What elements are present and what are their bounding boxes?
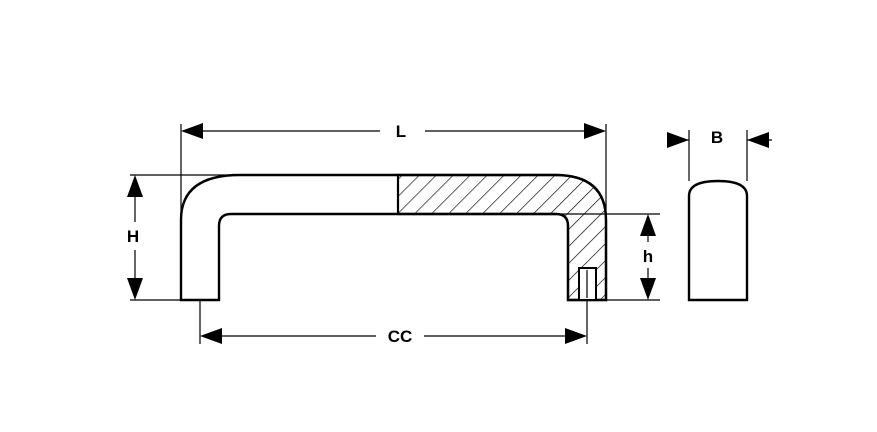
label-h: h	[643, 247, 653, 266]
side-view-outline	[687, 179, 749, 302]
extension-lines	[130, 124, 748, 344]
label-CC: CC	[388, 327, 413, 346]
dimension-h: h	[640, 214, 656, 300]
dimension-B: B	[667, 128, 772, 148]
label-L: L	[396, 122, 406, 141]
label-H: H	[127, 227, 139, 246]
dimension-L: L	[181, 122, 606, 141]
dimension-H: H	[127, 175, 143, 300]
dimension-CC: CC	[200, 327, 587, 346]
handle-side-view	[687, 179, 749, 302]
handle-section-hatch	[396, 173, 608, 302]
handle-front-view	[179, 173, 608, 302]
label-B: B	[711, 128, 723, 147]
